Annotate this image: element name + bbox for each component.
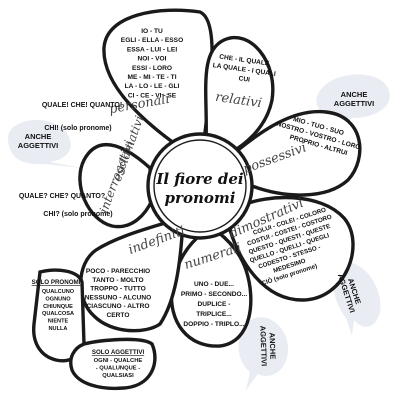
center-circle xyxy=(146,132,254,240)
personali-list: IO - TU EGLI - ELLA - ESSO ESSA - LUI - LE… xyxy=(121,28,183,99)
petal-indefiniti xyxy=(79,220,184,333)
solo-aggettivi-list: OGNI - QUALCHE - QUALUNQUE -QUALSIASI xyxy=(94,358,143,379)
personali-line: NOI - VOI xyxy=(138,56,167,63)
personali-line: CI - CE - VI - SE xyxy=(128,92,177,99)
solo-pronomi-line: QUALCUNO xyxy=(42,289,75,295)
indefiniti-line: NESSUNO - ALCUNO xyxy=(85,294,151,301)
solo-pronomi-line: NULLA xyxy=(49,326,68,332)
solo-pronomi-line: OGNUNO xyxy=(45,296,71,302)
indefiniti-line: CERTO xyxy=(107,312,130,319)
solo-pronomi-line: QUALCOSA xyxy=(42,311,74,317)
indefiniti-list: POCO - PARECCHIO TANTO - MOLTO TROPPO - TU… xyxy=(85,268,151,319)
label-relativi: relativi xyxy=(214,90,262,111)
indefiniti-line: TROPPO - TUTTO xyxy=(90,286,146,293)
petal-relativi xyxy=(204,36,275,158)
solo-pronomi-title: SOLO PRONOMI xyxy=(32,279,81,286)
bubble-esclamativi-line1: ANCHE xyxy=(25,132,52,141)
bubble-esclamativi-line2: AGGETTIVI xyxy=(18,141,58,150)
indefiniti-line: POCO - PARECCHIO xyxy=(86,268,150,275)
relativi-line: CUI xyxy=(238,75,250,84)
personali-line: IO - TU xyxy=(141,28,163,35)
center-inner-ring xyxy=(153,139,247,233)
bubble-numerali-line1: ANCHE xyxy=(268,332,278,359)
indefiniti-line: TANTO - MOLTO xyxy=(92,277,143,284)
personali-line: EGLI - ELLA - ESSO xyxy=(121,37,183,44)
numerali-line: DUPLICE - xyxy=(198,301,231,308)
solo-pronomi-line: NIENTE xyxy=(48,319,69,325)
bubble-numerali xyxy=(238,317,289,390)
numerali-line: UNO - DUE... xyxy=(194,281,234,288)
center-title-line2: pronomi xyxy=(165,189,236,207)
center-title-line1: Il fiore dei xyxy=(155,170,244,188)
numerali-line: TRIPLICE... xyxy=(196,311,232,318)
panel-solo-aggettivi xyxy=(69,337,157,391)
numerali-line: PRIMO - SECONDO... xyxy=(181,291,247,298)
numerali-line: DOPPIO - TRIPLO... xyxy=(183,321,244,328)
personali-line: ME - MI - TE - TI xyxy=(127,74,176,81)
solo-aggettivi-title: SOLO AGGETTIVI xyxy=(92,349,145,356)
bubble-numerali-line2: AGGETTIVI xyxy=(258,326,268,367)
petal-dimostrativi xyxy=(228,195,355,302)
excl-line-2: CHI! (solo pronome) xyxy=(44,125,111,132)
bubble-possessivi-line1: ANCHE xyxy=(341,90,368,99)
solo-aggettivi-line: OGNI - QUALCHE xyxy=(94,358,143,364)
personali-line: LA - LO - LE - GLI xyxy=(125,83,180,90)
int-line-2: CHI? (solo pronome) xyxy=(43,211,112,218)
numerali-list: UNO - DUE... PRIMO - SECONDO... DUPLICE - T… xyxy=(181,281,247,328)
personali-line: ESSA - LUI - LEI xyxy=(127,46,177,53)
petal-possessivi xyxy=(235,109,362,197)
bubble-possessivi-line2: AGGETTIVI xyxy=(334,99,374,108)
bubble-dimostrativi xyxy=(332,261,381,336)
personali-line: ESSI - LORO xyxy=(132,65,172,72)
petal-esclamativi xyxy=(78,142,154,229)
solo-aggettivi-line: QUALSIASI xyxy=(102,373,134,379)
int-line-1: QUALE? CHE? QUANTO? xyxy=(19,193,105,200)
bubble-esclamativi xyxy=(7,119,82,168)
indefiniti-line: CIASCUNO - ALTRO xyxy=(86,303,149,310)
solo-aggettivi-line: - QUALUNQUE - xyxy=(96,366,141,372)
excl-line-1: QUALE! CHE! QUANTO! xyxy=(42,102,122,109)
solo-pronomi-line: CHIUNQUE xyxy=(43,304,73,310)
